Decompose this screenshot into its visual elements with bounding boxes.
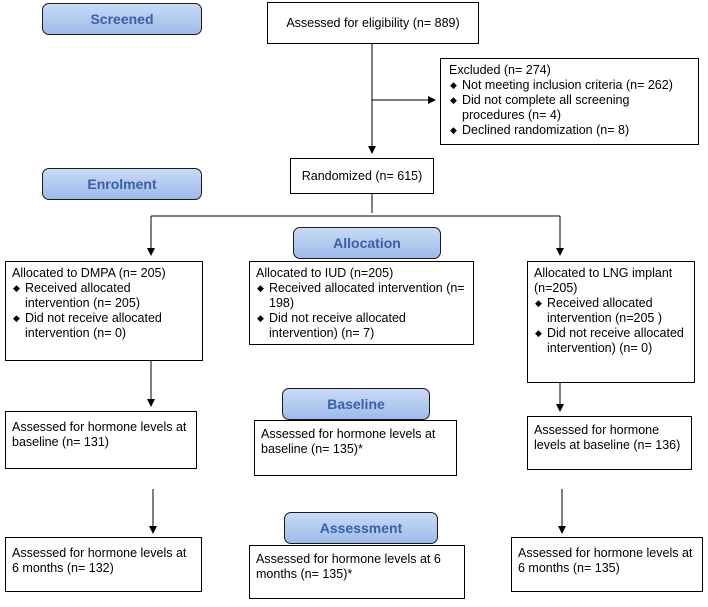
- dmpa-baseline-text: Assessed for hormone levels at baseline …: [12, 420, 187, 449]
- dmpa-item: ◆Received allocated intervention (n= 205…: [13, 281, 141, 310]
- lng-6month-box: Assessed for hormone levels at 6 months …: [511, 537, 703, 592]
- bullet-icon: ◆: [535, 298, 542, 308]
- iud-6month-box: Assessed for hormone levels at 6 months …: [249, 545, 465, 599]
- eligibility-box: Assessed for eligibility (n= 889): [267, 2, 479, 44]
- iud-baseline-box: Assessed for hormone levels at baseline …: [254, 420, 457, 476]
- stage-allocation: Allocation: [293, 227, 441, 259]
- lng-baseline-box: Assessed for hormone levels at baseline …: [527, 416, 692, 470]
- bullet-icon: ◆: [257, 283, 264, 293]
- bullet-icon: ◆: [450, 125, 457, 135]
- iud-6month-text: Assessed for hormone levels at 6 months …: [256, 552, 441, 581]
- stage-screened: Screened: [42, 3, 202, 35]
- excluded-item: ◆Did not complete all screening procedur…: [450, 93, 630, 122]
- lng-item: ◆Did not receive allocated intervention)…: [535, 326, 684, 355]
- excluded-title: Excluded (n= 274): [449, 63, 551, 77]
- bullet-icon: ◆: [450, 95, 457, 105]
- excluded-item: ◆Not meeting inclusion criteria (n= 262): [450, 78, 673, 92]
- bullet-icon: ◆: [535, 328, 542, 338]
- bullet-icon: ◆: [13, 313, 20, 323]
- excluded-box: Excluded (n= 274) ◆Not meeting inclusion…: [440, 58, 699, 145]
- lng-title: Allocated to LNG implant (n=205): [534, 266, 673, 295]
- bullet-icon: ◆: [13, 283, 20, 293]
- dmpa-6month-text: Assessed for hormone levels at 6 months …: [12, 546, 187, 575]
- iud-item: ◆Did not receive allocated intervention)…: [257, 311, 406, 340]
- iud-allocation-box: Allocated to IUD (n=205) ◆Received alloc…: [249, 261, 474, 345]
- dmpa-6month-box: Assessed for hormone levels at 6 months …: [5, 537, 202, 592]
- dmpa-item: ◆Did not receive allocated intervention …: [13, 311, 162, 340]
- stage-baseline: Baseline: [282, 388, 430, 420]
- dmpa-allocation-box: Allocated to DMPA (n= 205) ◆Received all…: [5, 261, 203, 361]
- iud-item: ◆Received allocated intervention (n= 198…: [257, 281, 465, 310]
- stage-enrolment: Enrolment: [42, 168, 202, 200]
- excluded-item: ◆Declined randomization (n= 8): [450, 123, 630, 137]
- iud-title: Allocated to IUD (n=205): [256, 266, 394, 280]
- lng-item: ◆Received allocated intervention (n=205 …: [535, 296, 663, 325]
- bullet-icon: ◆: [450, 80, 457, 90]
- lng-6month-text: Assessed for hormone levels at 6 months …: [518, 546, 693, 575]
- randomized-box: Randomized (n= 615): [290, 158, 434, 194]
- iud-baseline-text: Assessed for hormone levels at baseline …: [261, 427, 436, 456]
- bullet-icon: ◆: [257, 313, 264, 323]
- dmpa-title: Allocated to DMPA (n= 205): [12, 266, 166, 280]
- stage-assessment: Assessment: [284, 512, 438, 544]
- randomized-text: Randomized (n= 615): [301, 169, 423, 183]
- dmpa-baseline-box: Assessed for hormone levels at baseline …: [5, 411, 197, 469]
- lng-baseline-text: Assessed for hormone levels at baseline …: [534, 423, 681, 452]
- eligibility-text: Assessed for eligibility (n= 889): [286, 16, 460, 30]
- lng-allocation-box: Allocated to LNG implant (n=205) ◆Receiv…: [527, 261, 695, 383]
